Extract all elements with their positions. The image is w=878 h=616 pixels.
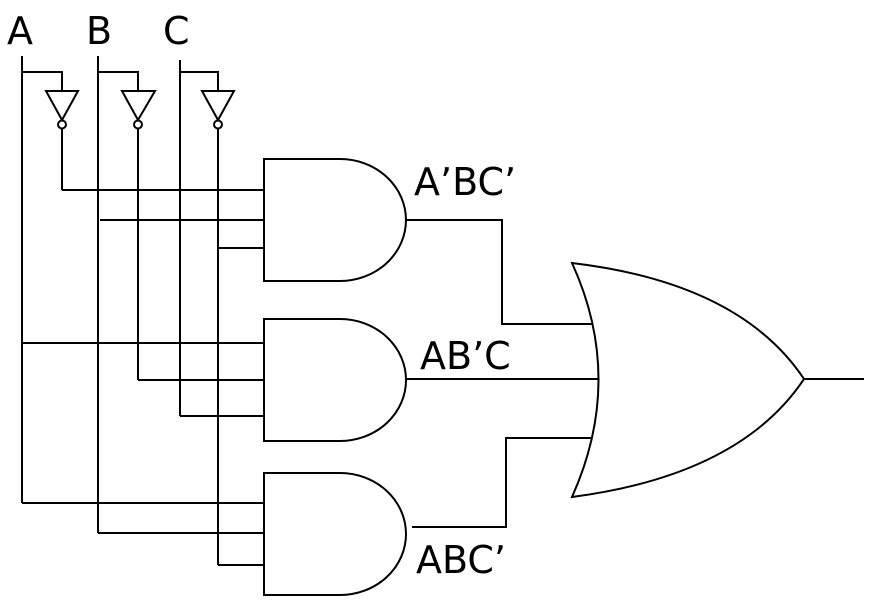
tap-wire-c [180,71,219,91]
not-gate-b-body [120,90,157,123]
not-gate-a [44,90,80,130]
not-gate-c-body [200,90,236,123]
term-label-3: ABC’ [416,538,506,582]
not-gate-c-bubble [213,119,223,130]
not-gate-a-body [44,90,80,123]
not-gate-b-bubble [133,119,143,130]
tap-wire-a [22,71,63,91]
and1-output-wire [406,219,599,325]
and-gate-1 [263,158,407,282]
and-gate-3 [263,472,407,596]
term-label-2: AB’C [420,334,511,378]
input-label-b: B [86,9,112,53]
tap-wire-b [98,71,139,91]
not-gate-b [120,90,157,130]
or-gate [570,261,806,499]
input-label-a: A [7,9,33,53]
input-label-c: C [163,9,190,53]
not-gate-a-bubble [57,119,67,130]
not-gate-c [200,90,236,130]
and-gate-2 [263,318,407,442]
term-label-1: A’BC’ [414,160,516,204]
and3-output-wire [412,437,599,528]
